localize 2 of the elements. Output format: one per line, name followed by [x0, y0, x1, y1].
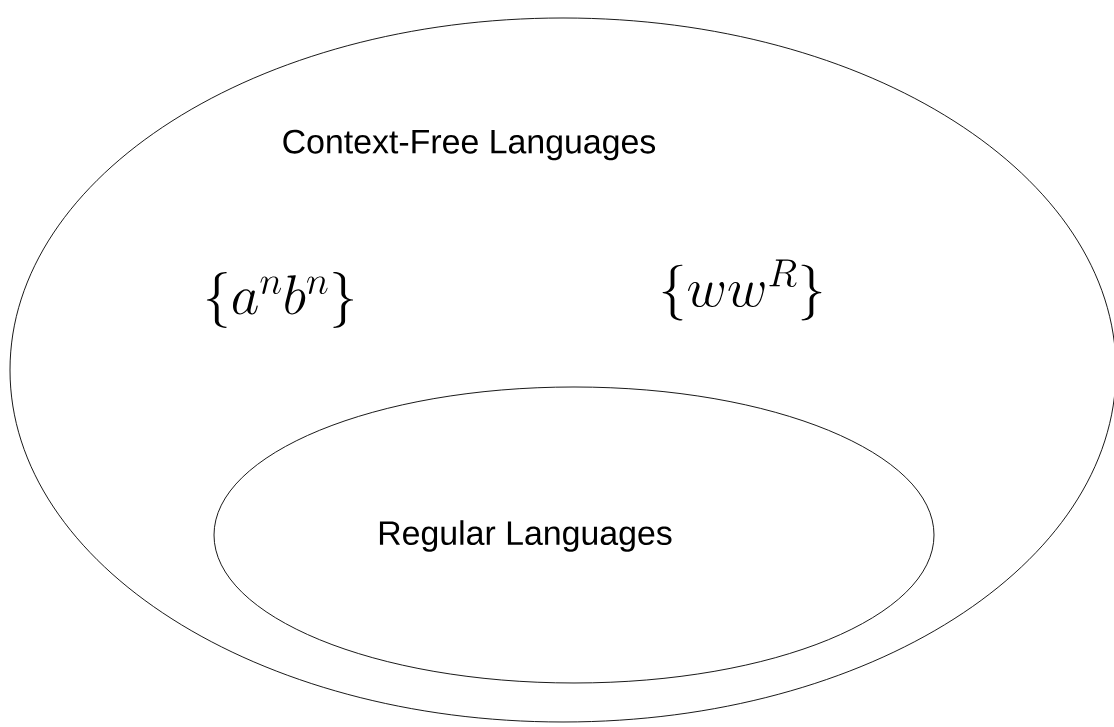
set-notation: $\{ww^R\}$	[662, 259, 822, 321]
set-notation: $\{a^n b^n\}$	[206, 272, 354, 328]
